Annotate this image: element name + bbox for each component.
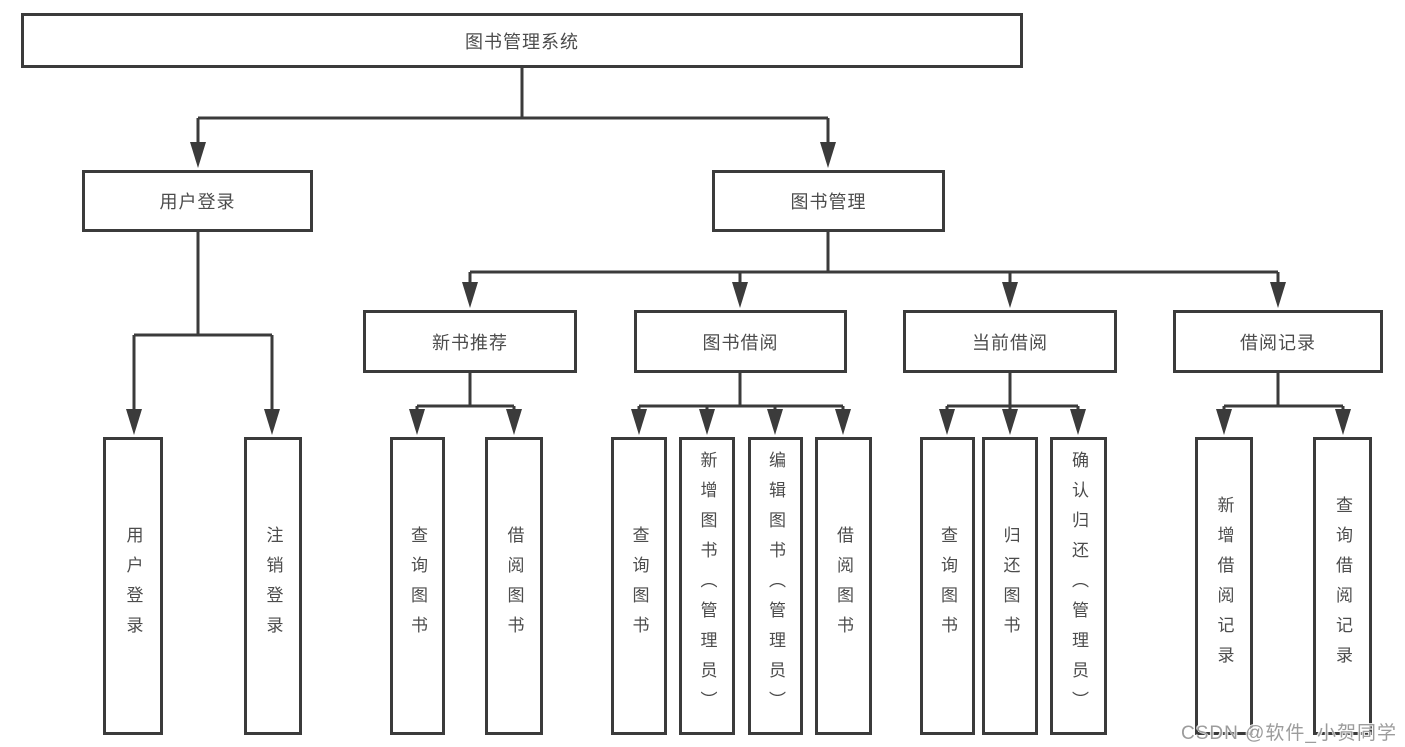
node-label: 当前借阅 — [972, 332, 1048, 353]
node-confirm-return-admin: 确认归还（管理员） — [1050, 437, 1107, 735]
node-borrowing-records: 借阅记录 — [1173, 310, 1383, 373]
node-label: 编辑图书（管理员） — [766, 451, 785, 721]
node-label: 查询图书 — [408, 526, 427, 646]
node-add-book-admin: 新增图书（管理员） — [679, 437, 735, 735]
node-label: 借阅图书 — [504, 526, 524, 646]
node-label: 确认归还（管理员） — [1069, 451, 1088, 721]
node-label: 用户登录 — [123, 526, 143, 646]
node-label: 查询借阅记录 — [1333, 496, 1352, 676]
node-label: 查询图书 — [629, 526, 649, 646]
node-query-borrow-record: 查询借阅记录 — [1313, 437, 1372, 735]
node-book-management: 图书管理 — [712, 170, 945, 232]
csdn-watermark: CSDN @软件_小贺同学 — [1181, 723, 1397, 744]
node-new-book-recommendation: 新书推荐 — [363, 310, 577, 373]
node-add-borrow-record: 新增借阅记录 — [1195, 437, 1253, 735]
node-label: 归还图书 — [1000, 526, 1020, 646]
node-root: 图书管理系统 — [21, 13, 1023, 68]
node-label: 新书推荐 — [432, 332, 508, 353]
node-borrow-books-borrowing: 借阅图书 — [815, 437, 872, 735]
node-query-books-current: 查询图书 — [920, 437, 975, 735]
node-return-books: 归还图书 — [982, 437, 1038, 735]
node-current-borrowing: 当前借阅 — [903, 310, 1117, 373]
node-user-login: 用户登录 — [82, 170, 313, 232]
node-label: 借阅图书 — [834, 526, 853, 646]
node-query-books-borrowing: 查询图书 — [611, 437, 667, 735]
node-label: 查询图书 — [938, 526, 957, 646]
node-book-borrowing: 图书借阅 — [634, 310, 847, 373]
node-borrow-books-recommend: 借阅图书 — [485, 437, 543, 735]
arrowhead-icons — [126, 142, 1351, 435]
node-label: 借阅记录 — [1240, 332, 1316, 353]
node-label: 新增借阅记录 — [1214, 496, 1234, 676]
node-label: 新增图书（管理员） — [697, 451, 717, 721]
node-logout: 注销登录 — [244, 437, 302, 735]
node-label: 图书管理 — [790, 192, 867, 212]
node-user-login-leaf: 用户登录 — [103, 437, 163, 735]
node-query-books-recommend: 查询图书 — [390, 437, 445, 735]
node-label: 图书管理系统 — [465, 31, 579, 52]
node-label: 用户登录 — [159, 192, 236, 212]
node-label: 图书借阅 — [702, 332, 779, 353]
node-edit-book-admin: 编辑图书（管理员） — [748, 437, 803, 735]
node-label: 注销登录 — [263, 526, 283, 646]
